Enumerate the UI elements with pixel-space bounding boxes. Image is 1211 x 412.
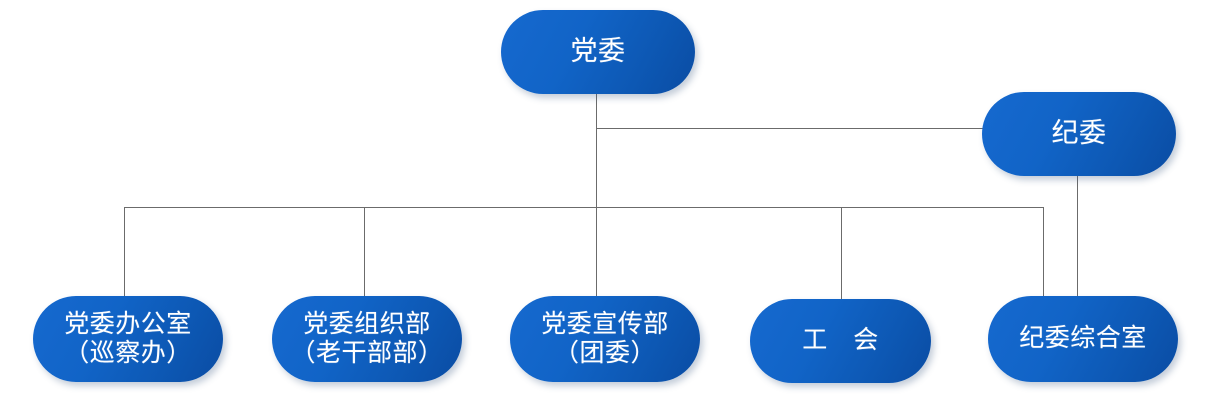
connector-horizontal-bus — [124, 207, 1044, 208]
connector-dangwei-to-jiwei — [596, 128, 983, 129]
connector-drop-zuzhibu — [364, 207, 365, 297]
node-label-line2: （老干部部） — [290, 340, 444, 367]
node-dangwei-zuzhibu[interactable]: 党委组织部 （老干部部） — [272, 296, 462, 382]
node-dangwei-label: 党委 — [570, 36, 626, 67]
node-jiwei-zongheshi[interactable]: 纪委综合室 — [988, 296, 1178, 382]
node-label-line1: 纪委综合室 — [1019, 325, 1147, 353]
node-dangwei[interactable]: 党委 — [501, 10, 695, 94]
connector-dangwei-stem — [596, 94, 597, 208]
node-dangwei-bangongshi[interactable]: 党委办公室 （巡察办） — [33, 296, 223, 382]
node-jiwei-label: 纪委 — [1051, 118, 1107, 149]
connector-drop-zongheshi — [1043, 207, 1044, 297]
connector-drop-bangongshi — [124, 207, 125, 297]
node-gonghui[interactable]: 工 会 — [750, 299, 931, 383]
connector-jiwei-stem — [1077, 176, 1078, 297]
node-label-line2: （巡察办） — [64, 340, 192, 367]
connector-drop-gonghui — [841, 207, 842, 300]
node-label-line1: 党委宣传部 — [541, 310, 669, 338]
node-dangwei-xuanchuanbu[interactable]: 党委宣传部 （团委） — [510, 296, 700, 382]
node-label-line1: 工 会 — [802, 327, 879, 355]
node-label-line1: 党委办公室 — [64, 310, 192, 338]
node-jiwei[interactable]: 纪委 — [982, 92, 1176, 176]
node-label-line1: 党委组织部 — [303, 310, 431, 338]
connector-drop-xuanchuanbu — [596, 207, 597, 297]
node-label-line2: （团委） — [553, 340, 656, 367]
